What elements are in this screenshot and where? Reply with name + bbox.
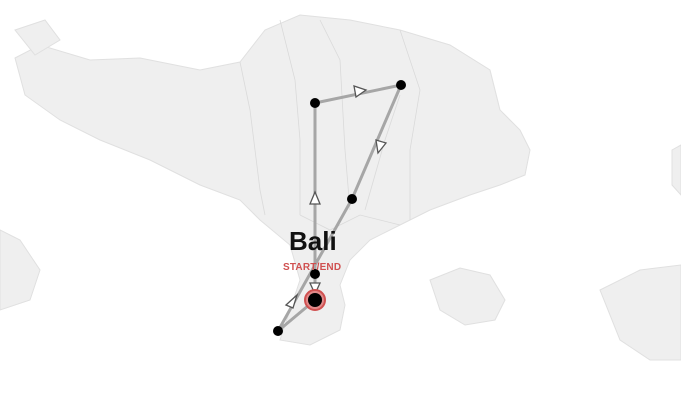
arrow-icon-right [353,85,368,99]
start-end-label: START/END [283,262,342,273]
arrow-icon-down [375,139,388,155]
stop-marker[interactable] [396,80,406,90]
nusa-penida [429,267,506,326]
arrow-icon-down-2 [308,282,322,296]
islet-east [671,144,681,196]
map-title: Bali [289,226,337,256]
arrow-icon-up-right [284,292,299,309]
islet [14,19,61,56]
stop-marker[interactable] [310,269,320,279]
regency-borders [239,19,421,231]
start-end-marker[interactable] [308,293,322,307]
stop-marker[interactable] [273,326,283,336]
java-east [0,229,41,311]
bali-island [14,14,531,346]
stop-marker[interactable] [310,98,320,108]
arrow-icon-up [309,190,321,205]
lombok [599,264,681,361]
stop-marker[interactable] [347,194,357,204]
